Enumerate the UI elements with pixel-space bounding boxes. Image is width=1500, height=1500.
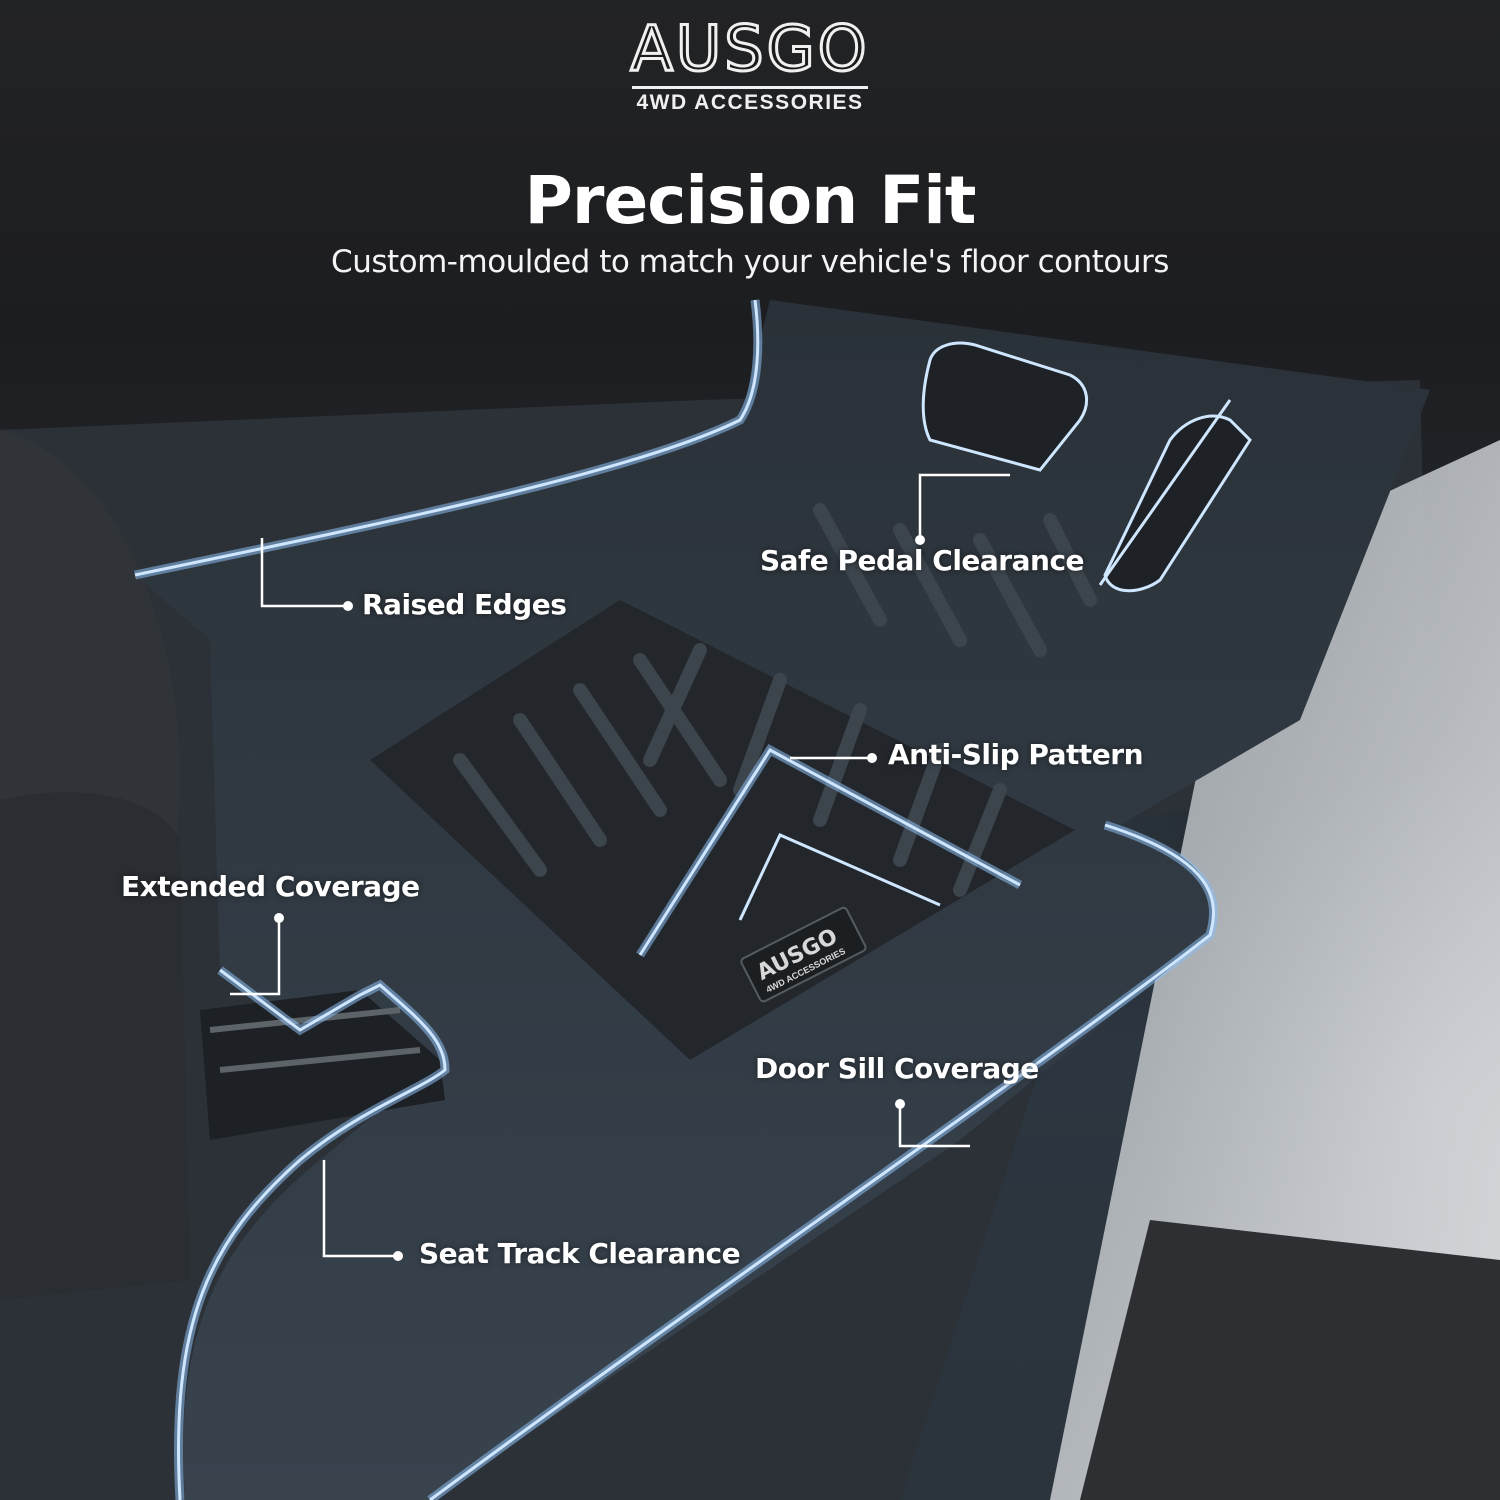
brand-rule [632, 86, 868, 89]
callout-extended-coverage: Extended Coverage [121, 870, 420, 903]
callout-door-sill-coverage: Door Sill Coverage [755, 1052, 1039, 1085]
brake-pedal [921, 341, 1089, 472]
rear-mat-corner [1080, 1220, 1500, 1500]
seat-base [0, 792, 190, 1300]
headline: Precision Fit [524, 162, 977, 239]
accelerator-pedal [1103, 414, 1252, 593]
anti-slip-ridges [453, 503, 1097, 897]
callout-leaders [230, 473, 1010, 1261]
brand-wordmark: AUSGO [629, 12, 870, 85]
mat-outline-glow [134, 299, 1232, 1500]
brand-tagline: 4WD ACCESSORIES [636, 91, 864, 114]
callout-seat-track-clearance: Seat Track Clearance [419, 1237, 741, 1270]
subheadline: Custom-moulded to match your vehicle's f… [331, 244, 1169, 280]
callout-safe-pedal-clearance: Safe Pedal Clearance [760, 544, 1085, 577]
callout-anti-slip-pattern: Anti-Slip Pattern [888, 738, 1144, 771]
callout-raised-edges: Raised Edges [362, 588, 567, 621]
brand-logo: AUSGO 4WD ACCESSORIES [0, 12, 1500, 114]
